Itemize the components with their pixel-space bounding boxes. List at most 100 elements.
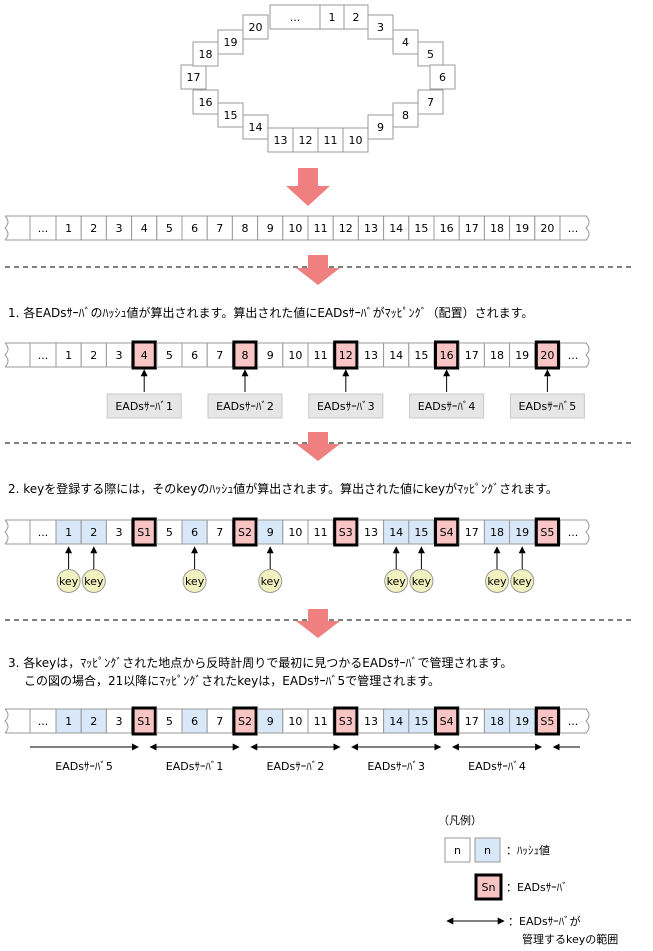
strip-cell-label: 1: [65, 526, 72, 539]
flow-arrow-2: [296, 255, 340, 285]
strip-cell-label: 9: [267, 349, 274, 362]
key-circle-label: key: [261, 575, 281, 588]
strip-cell-label: 3: [116, 349, 123, 362]
strip-cell-label: 6: [191, 715, 198, 728]
legend-title: （凡例）: [438, 813, 482, 827]
strip-cell-label: 9: [267, 222, 274, 235]
strip-wave-left: [4, 342, 9, 368]
ring-cell: [217, 29, 244, 55]
ring-cell: [192, 89, 219, 115]
strip-cell-server: [333, 340, 359, 370]
ring-cell-label: 2: [353, 11, 360, 24]
legend-server-label: ：EADsｻｰﾊﾞ: [506, 881, 568, 894]
strip-cell-server: [534, 706, 560, 736]
server-cell-label: 16: [440, 349, 454, 362]
ring-cell: [417, 89, 444, 115]
strip-cell-label: 17: [465, 349, 479, 362]
strip-cell-key: [55, 708, 82, 734]
strip-ellipsis: ...: [568, 349, 579, 362]
strip-cell-label: 15: [414, 349, 428, 362]
strip-cell-label: 13: [364, 715, 378, 728]
ring-cell: [267, 127, 294, 153]
server-cell-label: S1: [137, 526, 151, 539]
strip-cell: [458, 215, 485, 241]
key-circle-label: key: [59, 575, 79, 588]
strip-cell-label: 13: [364, 526, 378, 539]
server-label-box: [409, 393, 485, 419]
ring-cell-label: 20: [249, 21, 263, 34]
strip-cell: [206, 215, 233, 241]
strip-cell-label: 16: [440, 222, 454, 235]
strip-wave-right: [585, 519, 590, 545]
ring-cell-label: 19: [224, 36, 238, 49]
strip-cell: [383, 342, 410, 368]
legend-hash-sample-plain: [444, 837, 471, 863]
step1-text: 1. 各EADsｻｰﾊﾞのﾊｯｼｭ値が算出されます。算出された値にEADsｻｰﾊ…: [8, 305, 533, 320]
legend-hash-sample-plain-text: n: [454, 844, 461, 857]
strip-cell-label: 2: [90, 715, 97, 728]
strip-cell-key: [383, 708, 410, 734]
strip-cell: [307, 342, 334, 368]
ring-cell-label: 3: [377, 21, 384, 34]
key-circle-label: key: [185, 575, 205, 588]
strip-cell: [307, 215, 334, 241]
strip-cell: [307, 708, 334, 734]
strip-cell-key: [408, 708, 435, 734]
strip-cell-label: 17: [465, 222, 479, 235]
strip-cell: [307, 519, 334, 545]
strip-cell-label: 18: [490, 222, 504, 235]
strip-cell-label: 3: [116, 222, 123, 235]
strip-cell: [534, 215, 561, 241]
strip-cell: [80, 215, 107, 241]
key-circle-label: key: [487, 575, 507, 588]
ring-cell: [317, 127, 344, 153]
strip-cell-label: 18: [490, 349, 504, 362]
strip-cell-label: 15: [414, 222, 428, 235]
strip-cell-server: [131, 340, 157, 370]
key-circle: [182, 569, 207, 593]
strip-cell-label: 17: [465, 526, 479, 539]
strip-cell-label: 2: [90, 526, 97, 539]
ring-cell-label: 5: [427, 48, 434, 61]
key-circle-label: key: [387, 575, 407, 588]
key-circle: [409, 569, 434, 593]
ring-cell-label: 4: [402, 36, 409, 49]
range-label: EADsｻｰﾊﾞ1: [166, 760, 224, 773]
strip-cell-label: 18: [490, 526, 504, 539]
range-label: EADsｻｰﾊﾞ4: [468, 760, 526, 773]
strip-cell-label: 5: [166, 222, 173, 235]
strip-wave-right: [585, 342, 590, 368]
strip-cell-label: 12: [339, 222, 353, 235]
server-cell-label: S4: [440, 526, 454, 539]
server-cell-label: 8: [242, 349, 249, 362]
strip-cell-label: 19: [515, 349, 529, 362]
flow-arrow-3: [296, 432, 340, 461]
strip-cell: [408, 215, 435, 241]
strip-cell-label: 8: [242, 222, 249, 235]
server-cell-label: S5: [540, 715, 554, 728]
legend: （凡例） n n ：ﾊｯｼｭ値 Sn ：EADsｻｰﾊﾞ ：EADsｻｰﾊﾞが …: [438, 813, 618, 946]
ring-cell-label: 14: [249, 121, 263, 134]
ring-cell-label: 17: [187, 71, 201, 84]
strip-cell: [156, 215, 183, 241]
legend-range-label-2: 管理するkeyの範囲: [522, 932, 618, 946]
strip-cell-label: 11: [314, 526, 328, 539]
strip-cell-label: 5: [166, 526, 173, 539]
server-cell-label: 20: [540, 349, 554, 362]
strip-cell: [257, 215, 284, 241]
key-circle: [384, 569, 409, 593]
ring-cell: [292, 127, 319, 153]
strip-cell-server: [131, 706, 157, 736]
strip-cell-label: 7: [216, 526, 223, 539]
strip-cell-server: [434, 706, 460, 736]
server-cell-label: 4: [141, 349, 148, 362]
strip-cell-server: [232, 706, 258, 736]
strip-cell-label: 14: [389, 222, 403, 235]
strip-cell-label: 6: [191, 349, 198, 362]
strip-cell-key: [181, 708, 208, 734]
strip-cell-server: [434, 340, 460, 370]
strip-cell-label: 1: [65, 715, 72, 728]
flow-arrow-1: [286, 168, 330, 206]
